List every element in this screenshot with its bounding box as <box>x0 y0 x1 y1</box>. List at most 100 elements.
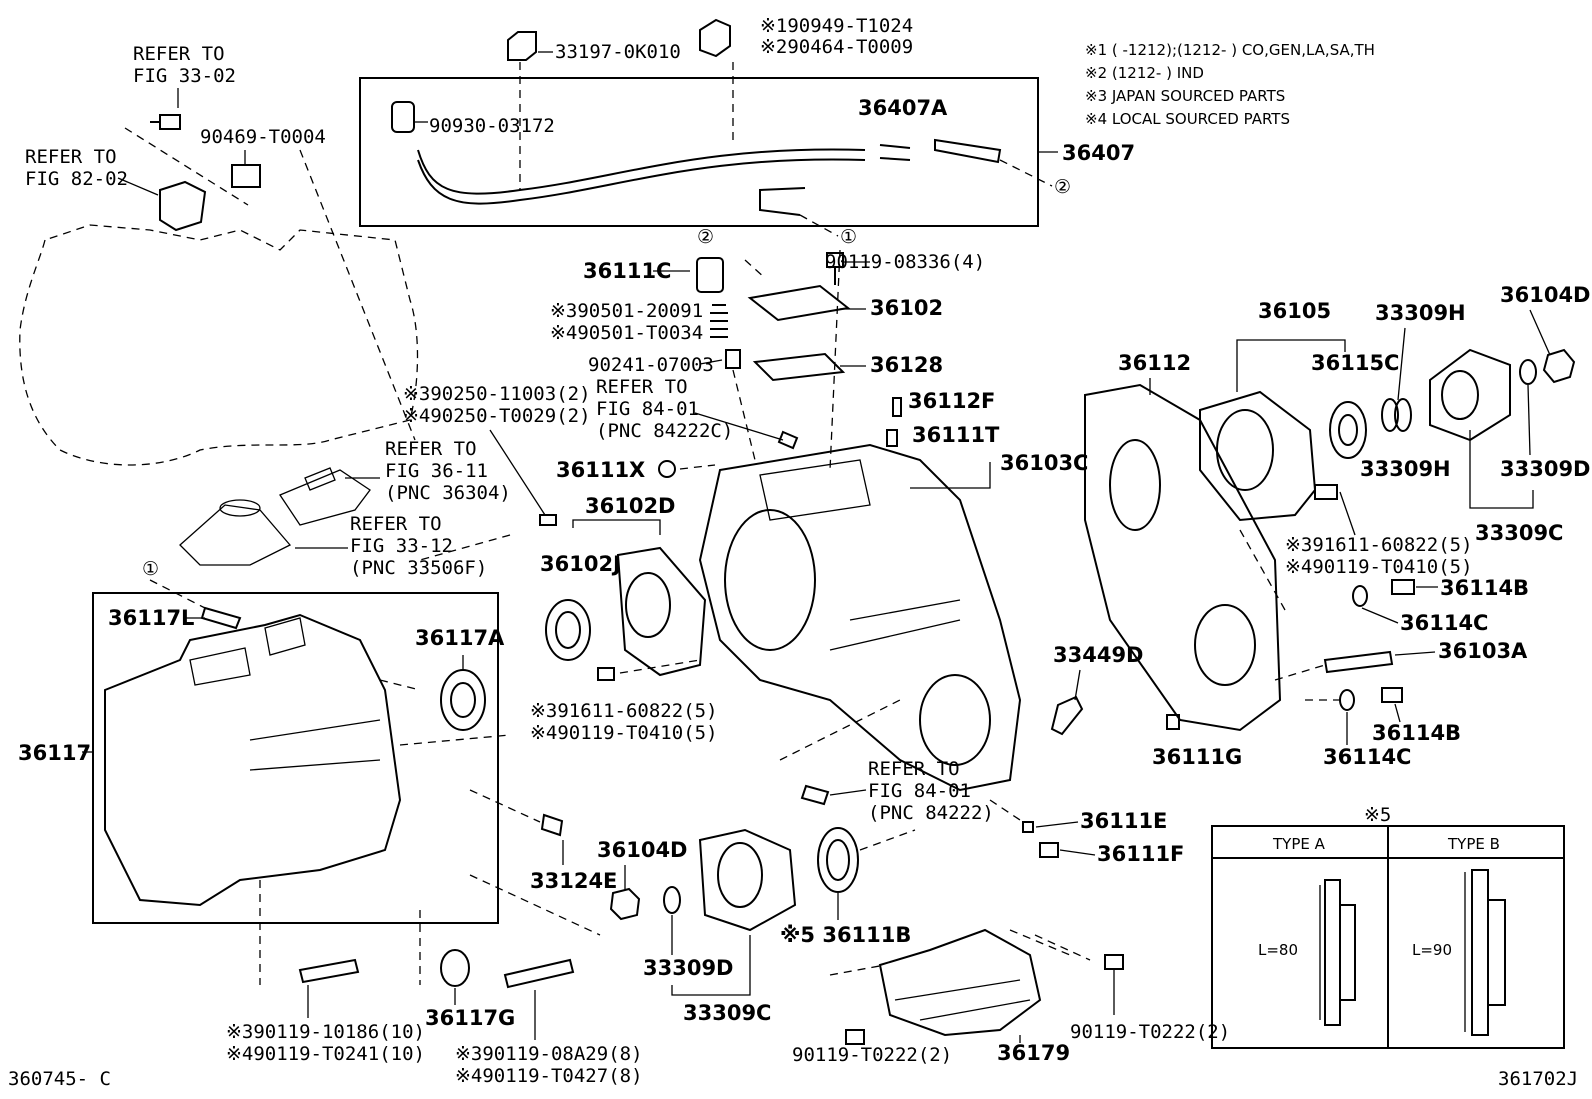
clip-33124E-icon <box>540 813 564 837</box>
part-33309C-bottom: 33309C <box>683 1001 771 1025</box>
plug-90241-icon <box>725 349 741 369</box>
case-bore-front-icon <box>724 509 816 651</box>
part-36111E: 36111E <box>1080 809 1167 833</box>
refer-fig-82-02-line1: REFER TO <box>25 146 117 168</box>
part-36114B-b: 36114B <box>1372 721 1461 745</box>
switch-84222-icon <box>800 784 830 806</box>
plug-36117G-icon <box>440 949 470 987</box>
part-90119-T0222-left: 90119-T0222(2) <box>792 1044 952 1066</box>
refer-fig-82-02-line2: FIG 82-02 <box>25 168 128 190</box>
part-36102J: 36102J <box>540 552 621 576</box>
part-36117G: 36117G <box>425 1006 515 1030</box>
bolt-90119-08A29-icon <box>503 958 575 989</box>
part-33309H-top: 33309H <box>1375 301 1466 325</box>
note-4: ※4 LOCAL SOURCED PARTS <box>1085 110 1290 128</box>
pin-36112F-icon <box>892 397 902 417</box>
type-b-header: TYPE B <box>1447 835 1500 853</box>
part-36117A: 36117A <box>415 626 505 650</box>
washer-33309D-bottom-icon <box>663 886 681 914</box>
refer-fig-84-01-line2: FIG 84-01 <box>868 780 971 802</box>
part-90464: ※290464-T0009 <box>760 36 913 58</box>
note-3: ※3 JAPAN SOURCED PARTS <box>1085 87 1285 105</box>
hose-elbow-icon <box>759 187 806 216</box>
boot-33506F-icon <box>179 504 292 566</box>
part-90501-20091: ※390501-20091 <box>550 300 703 322</box>
transmission-housing-outline <box>19 224 419 466</box>
type-a-header: TYPE A <box>1272 835 1326 853</box>
part-36102D: 36102D <box>585 494 676 518</box>
adapter-bore-top-icon <box>1109 439 1161 531</box>
bolt-refer-33-02-icon <box>150 114 181 130</box>
part-36104D-bottom: 36104D <box>597 838 688 862</box>
pin-90250-icon <box>539 514 557 526</box>
part-36111F: 36111F <box>1097 842 1184 866</box>
refer-fig-33-02-line2: FIG 33-02 <box>133 65 236 87</box>
part-90119-08A29: ※390119-08A29(8) <box>455 1043 643 1065</box>
part-36117: 36117 <box>18 741 91 765</box>
pin-36117L-icon <box>200 606 242 630</box>
seal-36102J-icon <box>545 599 591 661</box>
washer-36114C-a-icon <box>1352 585 1368 607</box>
ring-33309H-b-icon <box>1394 398 1412 432</box>
flange-33309C-bottom-icon <box>698 828 797 932</box>
clip-90949-icon <box>699 18 731 58</box>
part-91611-60822-left: ※391611-60822(5) <box>530 700 718 722</box>
bracket-refer-82-02-icon <box>159 180 207 232</box>
part-90119-T0222-right: 90119-T0222(2) <box>1070 1021 1230 1043</box>
part-36407A: 36407A <box>858 96 948 120</box>
part-36111T: 36111T <box>912 423 1000 447</box>
case-bore-rear-icon <box>919 674 991 766</box>
part-90119-08336: 90119-08336(4) <box>825 251 985 273</box>
seal-36117A-icon <box>440 669 486 731</box>
nut-36104D-right-icon <box>1542 348 1576 384</box>
cover-36111B-icon <box>817 827 859 893</box>
type-a-length: L=80 <box>1258 941 1298 959</box>
part-33124E: 33124E <box>530 869 617 893</box>
part-36115C: 36115C <box>1311 351 1399 375</box>
refer-fig-33-12-line1: REFER TO <box>350 513 442 535</box>
housing-36117-box <box>92 592 499 924</box>
switch-84222C-icon <box>777 430 799 450</box>
part-36112: 36112 <box>1118 351 1191 375</box>
callout-2-b: ② <box>697 226 714 248</box>
note-2: ※2 (1212- ) IND <box>1085 64 1204 82</box>
refer-fig-84-01-c-line2: FIG 84-01 <box>596 398 699 420</box>
part-36103A: 36103A <box>1438 639 1528 663</box>
refer-fig-36-11-line3: (PNC 36304) <box>385 482 511 504</box>
callout-1-a: ① <box>840 226 857 248</box>
part-36105: 36105 <box>1258 299 1331 323</box>
adapter-bore-bottom-icon <box>1194 604 1256 686</box>
bolt-91611-left-icon <box>597 667 615 681</box>
refer-fig-33-12-line3: (PNC 33506F) <box>350 557 487 579</box>
cover-36102D-icon <box>616 546 707 677</box>
breather-hose <box>417 148 866 195</box>
type-table-marker: ※5 <box>1364 804 1391 826</box>
refer-fig-33-02-line1: REFER TO <box>133 43 225 65</box>
refer-fig-84-01-c-line1: REFER TO <box>596 376 688 398</box>
type-b-seal-icon <box>1464 869 1506 1036</box>
gasket-36128-icon <box>752 352 846 382</box>
nut-36104D-bottom-icon <box>609 887 641 921</box>
bolt-91611-right-icon <box>1314 484 1338 500</box>
part-36114C-a: 36114C <box>1400 611 1488 635</box>
part-36111G: 36111G <box>1152 745 1242 769</box>
part-90250-T0029: ※490250-T0029(2) <box>403 405 591 427</box>
clip-33197-icon <box>507 31 537 61</box>
plug-36111F-icon <box>1039 842 1059 858</box>
pin-36111G-icon <box>1166 714 1180 730</box>
housing-36117 <box>104 613 402 907</box>
note-1: ※1 ( -1212);(1212- ) CO,GEN,LA,SA,TH <box>1085 41 1375 59</box>
part-36128: 36128 <box>870 353 943 377</box>
pin-36111T-icon <box>886 429 898 447</box>
part-90949: ※190949-T1024 <box>760 15 913 37</box>
part-36111B: ※5 36111B <box>780 923 911 947</box>
bolt-36114B-a-icon <box>1391 579 1415 595</box>
part-90930: 90930-03172 <box>429 115 555 137</box>
bolt-90119-T0222-left-icon <box>845 1029 865 1045</box>
bolt-90119-10186-icon <box>298 958 360 984</box>
refer-fig-84-01-line1: REFER TO <box>868 758 960 780</box>
part-36114B-a: 36114B <box>1440 576 1529 600</box>
part-36114C-b: 36114C <box>1323 745 1411 769</box>
plug-36111E-icon <box>1022 821 1034 833</box>
